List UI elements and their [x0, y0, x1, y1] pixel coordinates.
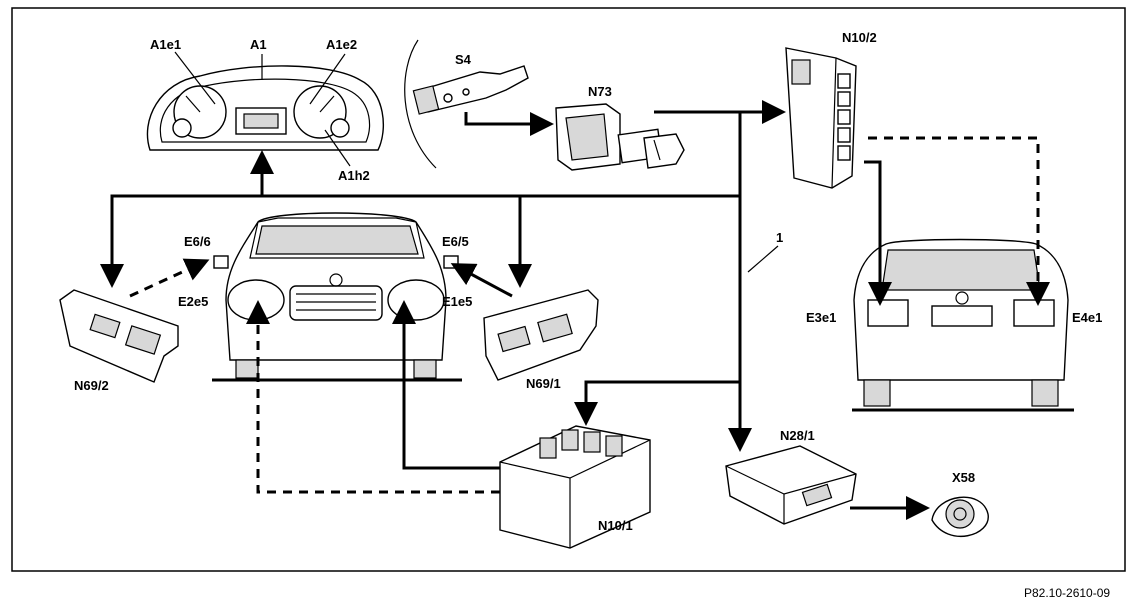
label-n73: N73 — [588, 84, 612, 99]
module-n10-2 — [785, 47, 857, 189]
rear-car — [852, 238, 1074, 412]
instrument-cluster-a1 — [146, 51, 384, 167]
door-module-n69-1 — [483, 289, 599, 381]
figure-reference: P82.10-2610-09 — [1024, 586, 1110, 600]
label-n10-1: N10/1 — [598, 518, 633, 533]
label-n28-1: N28/1 — [780, 428, 815, 443]
front-car — [212, 212, 462, 382]
label-e6-5: E6/5 — [442, 234, 469, 249]
label-e3e1: E3e1 — [806, 310, 836, 325]
label-n10-2: N10/2 — [842, 30, 877, 45]
module-n10-1 — [499, 425, 651, 549]
label-e1e5: E1e5 — [442, 294, 472, 309]
label-a1e1: A1e1 — [150, 37, 181, 52]
label-e6-6: E6/6 — [184, 234, 211, 249]
ignition-switch-n73 — [555, 103, 685, 171]
label-a1h2: A1h2 — [338, 168, 370, 183]
label-e2e5: E2e5 — [178, 294, 208, 309]
label-s4: S4 — [455, 52, 472, 67]
module-n28-1 — [725, 445, 857, 525]
label-n69-2: N69/2 — [74, 378, 109, 393]
label-x58: X58 — [952, 470, 975, 485]
connector-x58 — [931, 496, 989, 537]
label-bus-1: 1 — [776, 230, 783, 245]
label-e4e1: E4e1 — [1072, 310, 1102, 325]
door-module-n69-2 — [59, 289, 179, 383]
label-a1: A1 — [250, 37, 267, 52]
label-n69-1: N69/1 — [526, 376, 561, 391]
combination-switch-s4 — [404, 39, 529, 169]
wiring — [100, 100, 1050, 520]
label-a1e2: A1e2 — [326, 37, 357, 52]
